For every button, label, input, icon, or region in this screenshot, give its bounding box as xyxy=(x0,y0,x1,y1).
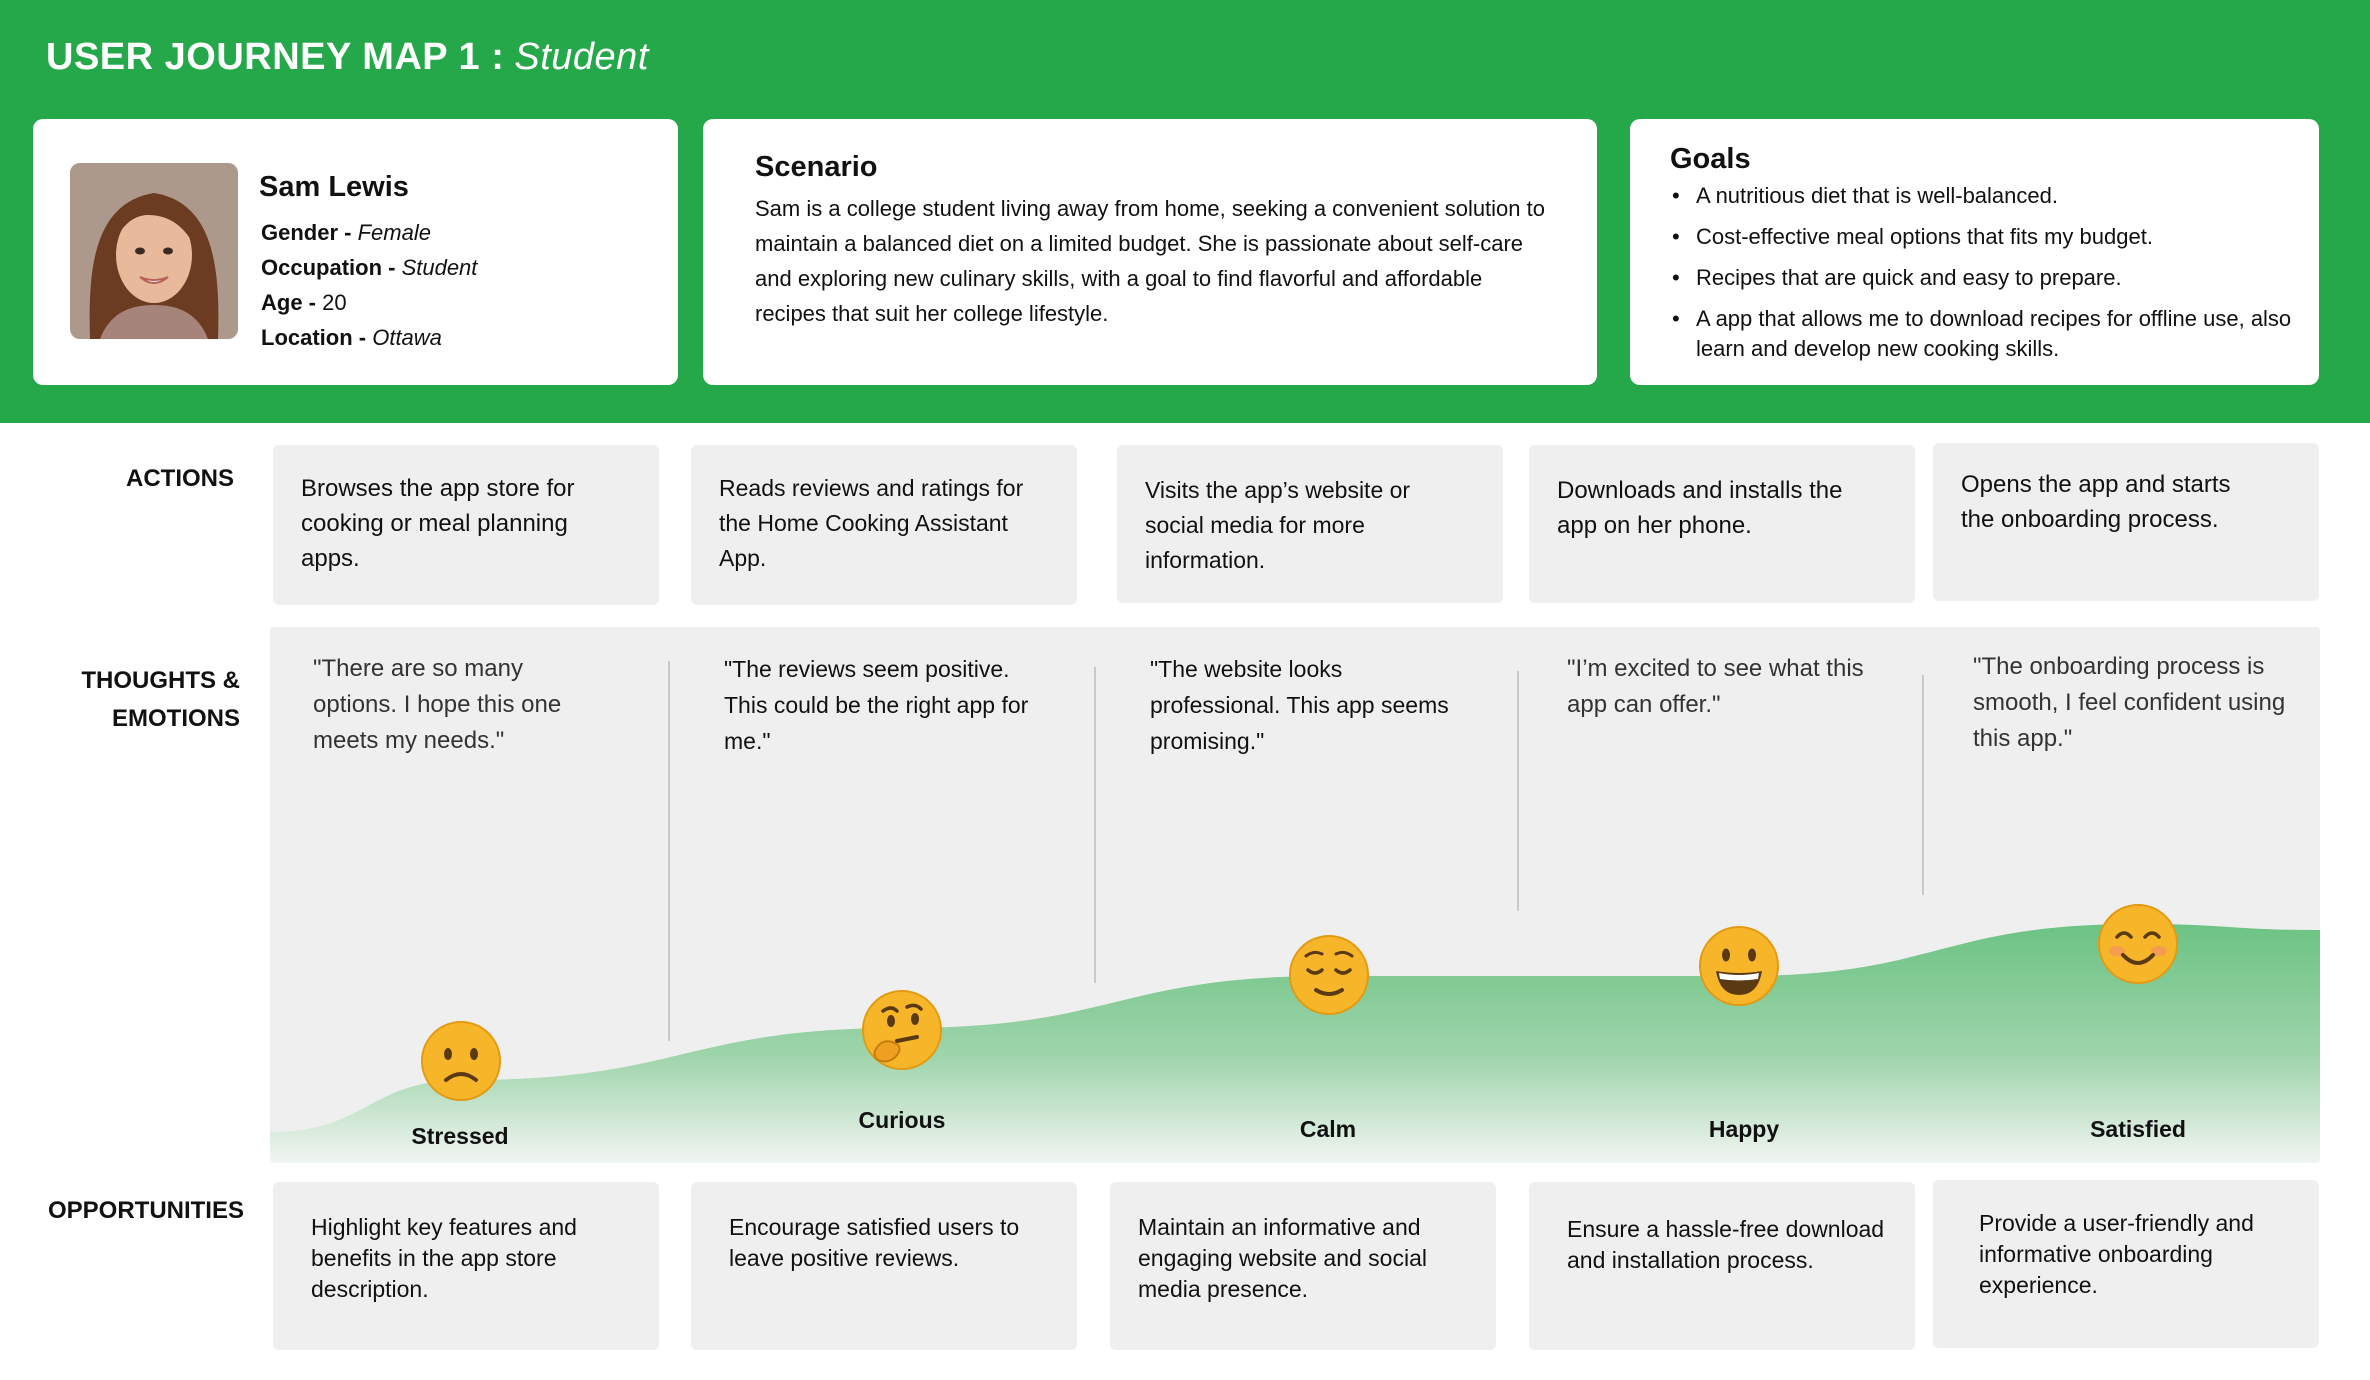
action-card: Downloads and installs the app on her ph… xyxy=(1529,445,1915,603)
opportunity-card: Encourage satisfied users to leave posit… xyxy=(691,1182,1077,1350)
actions-label: ACTIONS xyxy=(126,465,234,492)
goal-item: Recipes that are quick and easy to prepa… xyxy=(1670,263,2300,293)
thought-text: "The website looks professional. This ap… xyxy=(1150,656,1449,754)
opportunity-card: Provide a user-friendly and informative … xyxy=(1933,1180,2319,1348)
emotions-panel: "There are so many options. I hope this … xyxy=(270,627,2320,1163)
page-title-text: USER JOURNEY MAP 1 : xyxy=(46,36,505,78)
emotion-label-happy: Happy xyxy=(1708,1116,1780,1142)
goals-list: A nutritious diet that is well-balanced.… xyxy=(1670,181,2300,375)
column-divider xyxy=(1094,667,1096,983)
thought-text: "There are so many options. I hope this … xyxy=(313,655,562,754)
thought-text: "I’m excited to see what this app can of… xyxy=(1567,655,1864,718)
sad-face-icon xyxy=(421,1021,501,1101)
relieved-face-icon xyxy=(1289,935,1369,1015)
page-subtitle: Student xyxy=(514,36,649,78)
persona-gender: Gender - Female xyxy=(261,220,431,245)
action-card: Reads reviews and ratings for the Home C… xyxy=(691,445,1077,605)
thinking-face-icon xyxy=(862,990,942,1070)
thoughts-emotions-label: THOUGHTS & EMOTIONS xyxy=(81,667,240,732)
emotion-curve xyxy=(270,924,2320,1163)
action-card: Browses the app store for cooking or mea… xyxy=(273,445,659,605)
goal-item: A nutritious diet that is well-balanced. xyxy=(1670,181,2300,211)
column-divider xyxy=(1922,675,1924,895)
action-card: Visits the app’s website or social media… xyxy=(1117,445,1503,603)
persona-name: Sam Lewis xyxy=(259,171,409,203)
action-card: Opens the app and starts the onboarding … xyxy=(1933,443,2319,601)
page-title: USER JOURNEY MAP 1 :Student xyxy=(46,36,649,79)
emotion-wave xyxy=(270,924,2320,1163)
smiling-face-icon xyxy=(2098,904,2178,984)
emotion-label-satisfied: Satisfied xyxy=(2090,1116,2186,1142)
emotion-label-calm: Calm xyxy=(1299,1116,1357,1142)
persona-card: Sam Lewis Gender - Female Occupation - S… xyxy=(33,119,678,385)
persona-details: Gender - Female Occupation - Student Age… xyxy=(261,215,477,355)
persona-location: Location - Ottawa xyxy=(261,325,442,350)
emotion-label-curious: Curious xyxy=(858,1107,946,1133)
goal-item: A app that allows me to download recipes… xyxy=(1670,304,2300,364)
opportunity-card: Maintain an informative and engaging web… xyxy=(1110,1182,1496,1350)
thought-text: "The onboarding process is smooth, I fee… xyxy=(1973,653,2286,752)
avatar xyxy=(70,163,238,339)
goal-item: Cost-effective meal options that fits my… xyxy=(1670,222,2300,252)
avatar-portrait-icon xyxy=(70,163,238,339)
goals-title: Goals xyxy=(1670,143,1751,175)
grinning-face-icon xyxy=(1699,926,1779,1006)
column-divider xyxy=(1517,671,1519,911)
scenario-card: Scenario Sam is a college student living… xyxy=(703,119,1597,385)
persona-age: Age - 20 xyxy=(261,290,347,315)
emotion-label-stressed: Stressed xyxy=(411,1123,509,1149)
persona-occupation: Occupation - Student xyxy=(261,255,478,280)
opportunity-card: Ensure a hassle-free download and instal… xyxy=(1529,1182,1915,1350)
scenario-title: Scenario xyxy=(755,151,878,183)
opportunity-card: Highlight key features and benefits in t… xyxy=(273,1182,659,1350)
opportunities-label: OPPORTUNITIES xyxy=(47,1197,244,1224)
thought-text: "The reviews seem positive. This could b… xyxy=(724,656,1029,754)
goals-card: Goals A nutritious diet that is well-bal… xyxy=(1630,119,2319,385)
column-divider xyxy=(668,661,670,1041)
scenario-text: Sam is a college student living away fro… xyxy=(755,196,1545,326)
